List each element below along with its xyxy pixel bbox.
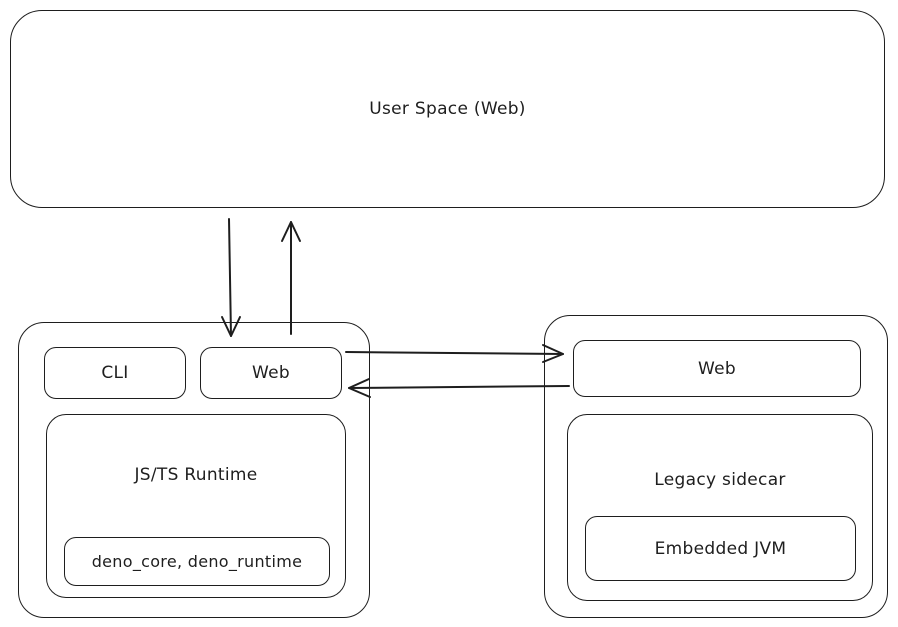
deno-crates-label: deno_core, deno_runtime — [91, 552, 303, 571]
cli-label: CLI — [101, 363, 129, 383]
user-space-label: User Space (Web) — [369, 99, 526, 119]
deno-web-box: Web — [200, 347, 342, 399]
arrow-web-to-userspace — [281, 221, 301, 335]
arrow-userspace-to-web — [221, 218, 241, 337]
arrow-sidecar-web-to-deno-web — [348, 378, 570, 398]
embedded-jvm-label: Embedded JVM — [654, 538, 787, 559]
user-space-box: User Space (Web) — [10, 10, 885, 208]
sidecar-web-label: Web — [698, 358, 736, 379]
cli-box: CLI — [44, 347, 186, 399]
embedded-jvm-box: Embedded JVM — [585, 516, 856, 581]
js-ts-runtime-label: JS/TS Runtime — [134, 465, 258, 485]
sidecar-web-box: Web — [573, 340, 861, 397]
deno-crates-box: deno_core, deno_runtime — [64, 537, 330, 586]
deno-web-label: Web — [252, 363, 290, 383]
arrow-deno-web-to-sidecar-web — [345, 344, 564, 363]
legacy-sidecar-label: Legacy sidecar — [654, 470, 786, 490]
